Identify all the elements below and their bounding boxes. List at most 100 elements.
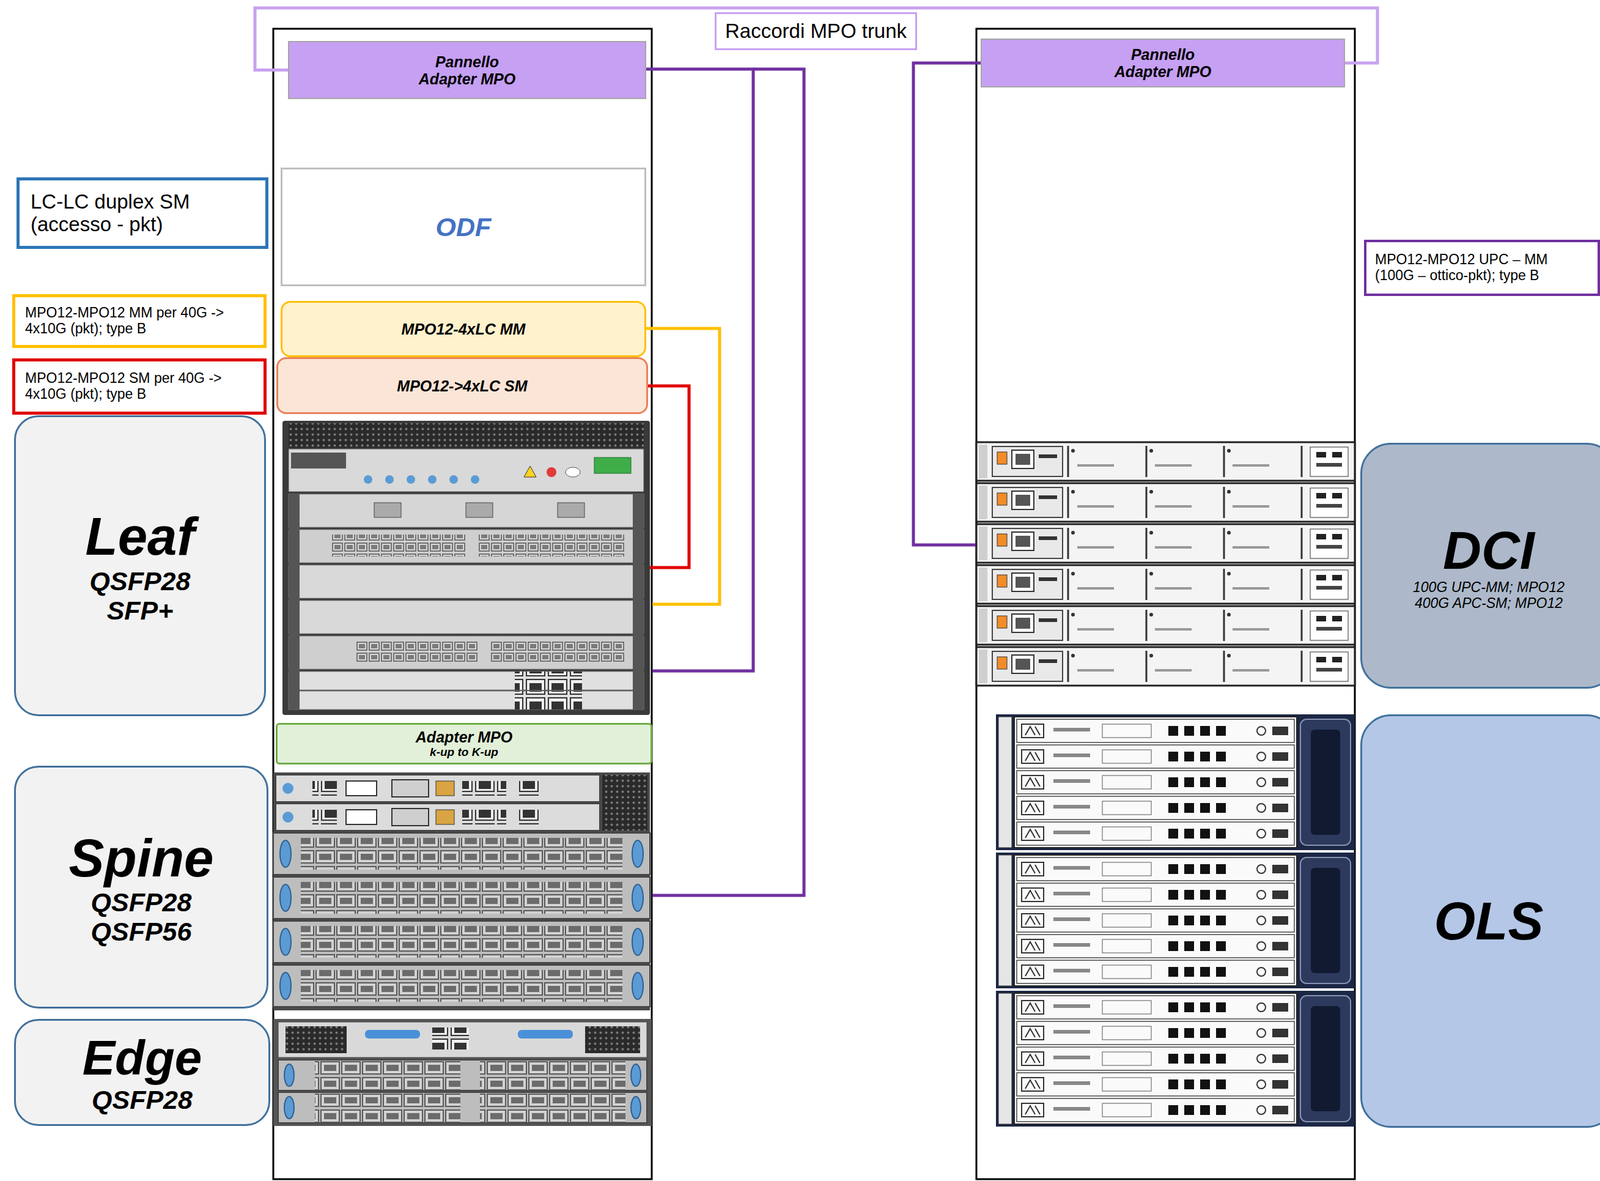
- leaf-router-part: [288, 529, 644, 563]
- leaf-router-part: [546, 467, 557, 477]
- node-title: ODF: [435, 212, 492, 242]
- callout-box: MPO12-MPO12 MM per 40G -> 4x10G (pkt); t…: [12, 294, 267, 348]
- leaf-router-part: [449, 475, 458, 484]
- leaf-router-part: [288, 564, 644, 598]
- ols-shelf: [995, 714, 1355, 1127]
- leaf-router-part: [490, 640, 625, 663]
- callout-box: LC-LC duplex SM (accesso - pkt): [16, 177, 269, 249]
- spine-switch-part: [273, 876, 650, 919]
- leaf-router-part: [523, 465, 537, 477]
- fiber-wire: [913, 62, 981, 545]
- edge-router-part: [278, 1059, 647, 1091]
- edge-router-part: [278, 1091, 647, 1123]
- leaf-router-part: [470, 475, 480, 484]
- spine-switch-part: [273, 832, 650, 875]
- node-title: Pannello Adapter MPO: [1109, 45, 1217, 81]
- leaf-router-part: [557, 502, 585, 518]
- adapter-panel: Adapter MPOk-up to K-up: [275, 722, 653, 765]
- leaf-router-part: [374, 502, 402, 518]
- fiber-wire: [652, 69, 804, 896]
- device-label-box: OLS: [1360, 714, 1600, 1128]
- dci-shelf-part: [976, 523, 1355, 563]
- spine-switch-part: [602, 774, 648, 831]
- leaf-router-part: [427, 475, 437, 484]
- callout-box: MPO12-MPO12 SM per 40G -> 4x10G (pkt); t…: [12, 358, 267, 415]
- breakout-panel: MPO12-4xLC MM: [280, 300, 647, 358]
- leaf-router-part: [406, 475, 416, 484]
- odf-box: ODF: [280, 167, 647, 287]
- edge-router: [273, 1018, 652, 1126]
- leaf-router-part: [594, 457, 631, 474]
- breakout-panel: MPO12->4xLC SM: [276, 357, 649, 414]
- fiber-wire: [646, 69, 754, 671]
- leaf-router-part: [282, 420, 650, 715]
- edge-router-part: [517, 1029, 573, 1039]
- device-label-box: SpineQSFP28 QSFP56: [14, 765, 269, 1009]
- leaf-router-part: [385, 475, 394, 484]
- dci-shelf-part: [976, 482, 1355, 522]
- node-title: MPO12-MPO12 SM per 40G -> 4x10G (pkt); t…: [25, 370, 251, 403]
- leaf-router-part: [288, 671, 644, 690]
- leaf-router-part: [288, 494, 300, 710]
- dci-shelf: [976, 442, 1355, 686]
- adapter-panel: Pannello Adapter MPO: [980, 38, 1346, 88]
- edge-router-part: [585, 1025, 641, 1053]
- device-label-box: DCI100G UPC-MM; MPO12 400G APC-SM; MPO12: [1360, 442, 1600, 689]
- leaf-router-part: [355, 640, 479, 663]
- node-title: MPO12-MPO12 UPC – MM (100G – ottico-pkt)…: [1375, 251, 1572, 284]
- node-subtitle: k-up to K-up: [429, 745, 499, 759]
- node-title: Edge: [82, 1030, 203, 1086]
- node-subtitle: QSFP28: [91, 1084, 193, 1114]
- leaf-router-part: [363, 475, 373, 484]
- leaf-router-part: [514, 690, 583, 710]
- leaf-router-part: [288, 423, 644, 448]
- dci-shelf-part: [976, 564, 1355, 604]
- leaf-router: [282, 420, 650, 715]
- leaf-router-part: [331, 534, 466, 557]
- spine-switch-part: [273, 772, 650, 1011]
- leaf-router-part: [514, 671, 583, 690]
- device-label-box: LeafQSFP28 SFP+: [14, 415, 266, 716]
- node-title: Leaf: [85, 506, 196, 566]
- leaf-router-part: [478, 534, 625, 557]
- node-title: Spine: [69, 827, 214, 888]
- rack-frame: [273, 28, 652, 1179]
- leaf-router-part: [465, 502, 493, 518]
- node-title: Adapter MPO: [415, 728, 513, 746]
- edge-router-part: [285, 1025, 347, 1053]
- device-label-box: EdgeQSFP28: [14, 1018, 271, 1126]
- spine-switch: [273, 772, 650, 1011]
- leaf-router-part: [288, 635, 644, 669]
- leaf-router-part: [288, 448, 644, 492]
- node-title: LC-LC duplex SM (accesso - pkt): [30, 190, 233, 236]
- node-title: MPO12->4xLC SM: [396, 377, 528, 395]
- spine-switch-part: [275, 774, 600, 802]
- spine-switch-part: [273, 920, 650, 963]
- node-subtitle: QSFP28 SFP+: [89, 566, 191, 625]
- rack-frame: [976, 28, 1355, 1179]
- node-title: MPO12-4xLC MM: [401, 320, 526, 338]
- dci-shelf-part: [976, 605, 1355, 645]
- dci-shelf-part: [976, 442, 1355, 481]
- node-title: OLS: [1434, 890, 1544, 951]
- edge-router-part: [278, 1021, 647, 1058]
- node-title: MPO12-MPO12 MM per 40G -> 4x10G (pkt); t…: [25, 305, 251, 337]
- spine-switch-part: [273, 964, 650, 1007]
- adapter-panel: Pannello Adapter MPO: [287, 40, 647, 100]
- edge-router-part: [432, 1027, 469, 1050]
- leaf-router-part: [565, 467, 581, 477]
- edge-router-part: [364, 1029, 421, 1039]
- ols-shelf-part: [995, 990, 1355, 1127]
- fiber-wire: [646, 385, 690, 568]
- callout-box: MPO12-MPO12 UPC – MM (100G – ottico-pkt)…: [1364, 239, 1600, 296]
- leaf-router-part: [288, 690, 644, 710]
- node-subtitle: 100G UPC-MM; MPO12 400G APC-SM; MPO12: [1408, 579, 1571, 612]
- node-title: DCI: [1442, 520, 1535, 580]
- edge-label: Raccordi MPO trunk: [714, 12, 918, 51]
- node-subtitle: QSFP28 QSFP56: [91, 887, 192, 946]
- leaf-router-part: [288, 494, 644, 528]
- edge-router-part: [273, 1018, 652, 1126]
- leaf-router-part: [291, 452, 347, 469]
- leaf-router-part: [288, 600, 644, 634]
